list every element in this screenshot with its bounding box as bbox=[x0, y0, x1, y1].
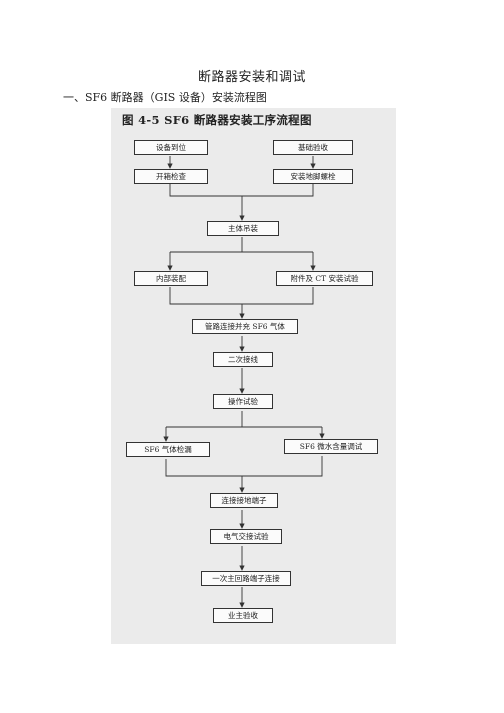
section-heading: 一、SF6 断路器（GIS 设备）安装流程图 bbox=[63, 91, 267, 104]
box-sf6-leak-test: SF6 气体检漏 bbox=[126, 442, 210, 457]
box-sf6-moisture-test: SF6 微水含量调试 bbox=[284, 439, 378, 454]
box-accessories-ct-test: 附件及 CT 安装试验 bbox=[276, 271, 373, 286]
box-unpacking-inspection: 开箱检查 bbox=[134, 169, 208, 184]
flowchart-scan bbox=[111, 108, 396, 644]
box-owner-acceptance: 业主验收 bbox=[213, 608, 273, 623]
box-foundation-acceptance: 基础验收 bbox=[273, 140, 353, 155]
figure-title: 图 4-5 SF6 断路器安装工序流程图 bbox=[122, 113, 312, 127]
box-main-body-hoisting: 主体吊装 bbox=[207, 221, 279, 236]
box-electrical-handover-test: 电气交接试验 bbox=[210, 529, 282, 544]
box-internal-assembly: 内部装配 bbox=[134, 271, 208, 286]
box-piping-sf6-fill: 管路连接并充 SF6 气体 bbox=[192, 319, 298, 334]
document-title: 断路器安装和调试 bbox=[197, 70, 306, 85]
box-equipment-arrival: 设备到位 bbox=[134, 140, 208, 155]
box-anchor-bolt-install: 安装地脚螺栓 bbox=[273, 169, 353, 184]
box-grounding-terminal: 连接接地端子 bbox=[210, 493, 278, 508]
box-primary-loop-terminal: 一次主回路端子连接 bbox=[201, 571, 291, 586]
box-secondary-wiring: 二次接线 bbox=[213, 352, 273, 367]
box-operation-test: 操作试验 bbox=[213, 394, 273, 409]
